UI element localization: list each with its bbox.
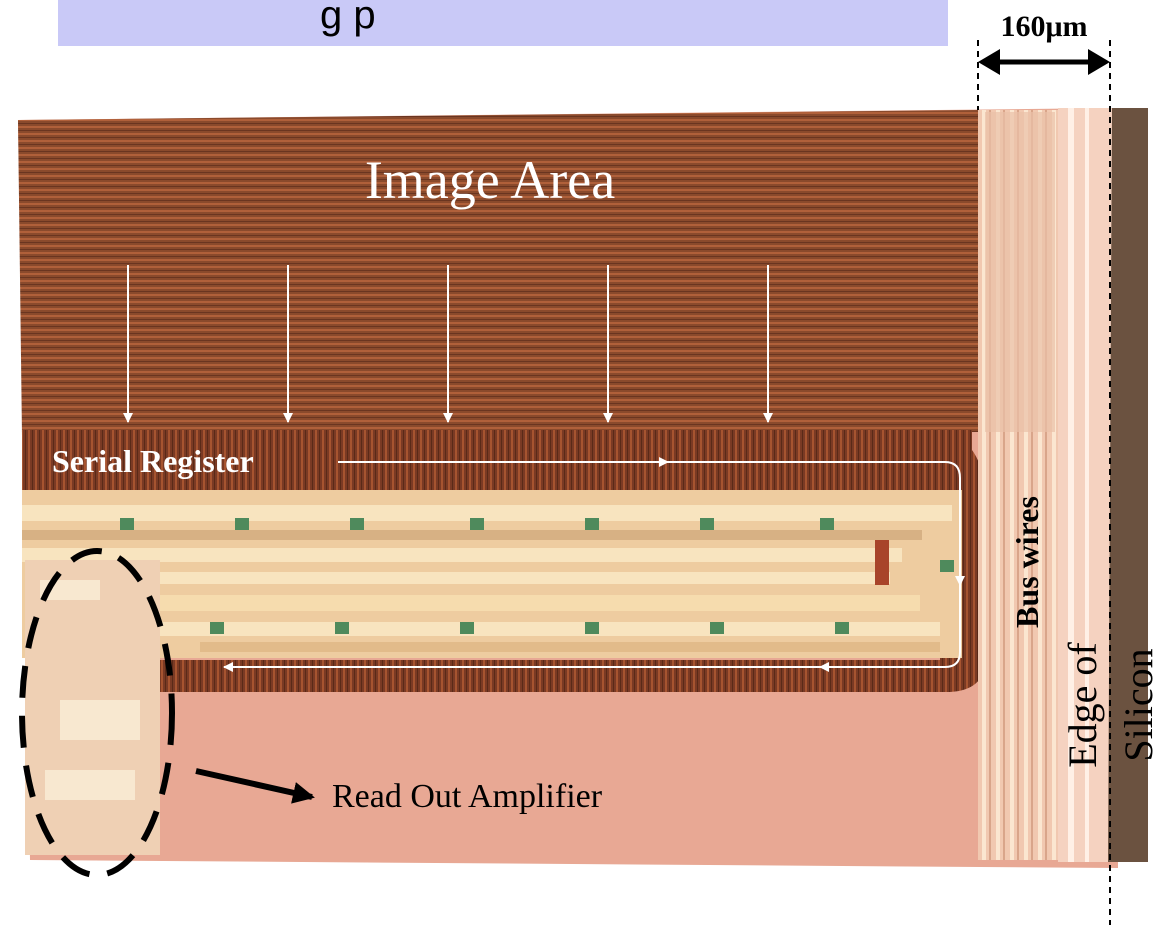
register-u-band (150, 430, 985, 692)
header-text: g p (320, 0, 376, 37)
serial-register-band (22, 430, 972, 490)
serial-transfer-path (223, 457, 965, 672)
silicon-label: Silicon (1116, 648, 1161, 761)
green-contacts (120, 518, 954, 634)
column-transfer-arrows (123, 265, 773, 423)
silicon-edge-strip (1108, 108, 1148, 862)
chip-photo (18, 108, 1148, 868)
trace-lines (22, 505, 952, 652)
header-banner: g p (58, 0, 948, 46)
bus-pads (985, 112, 1055, 432)
scale-bar-label: 160μm (1001, 10, 1088, 43)
serial-register-label: Serial Register (52, 443, 254, 479)
read-out-amplifier-label: Read Out Amplifier (332, 778, 603, 815)
bus-wires-label: Bus wires (1009, 496, 1045, 628)
image-area-label: Image Area (365, 150, 615, 210)
image-area (18, 110, 978, 436)
amplifier-highlight-ellipse (19, 548, 175, 878)
scale-bar: 160μm (978, 10, 1110, 75)
edge-of-label: Edge of (1060, 642, 1105, 768)
amplifier-callout-arrow (195, 768, 315, 804)
